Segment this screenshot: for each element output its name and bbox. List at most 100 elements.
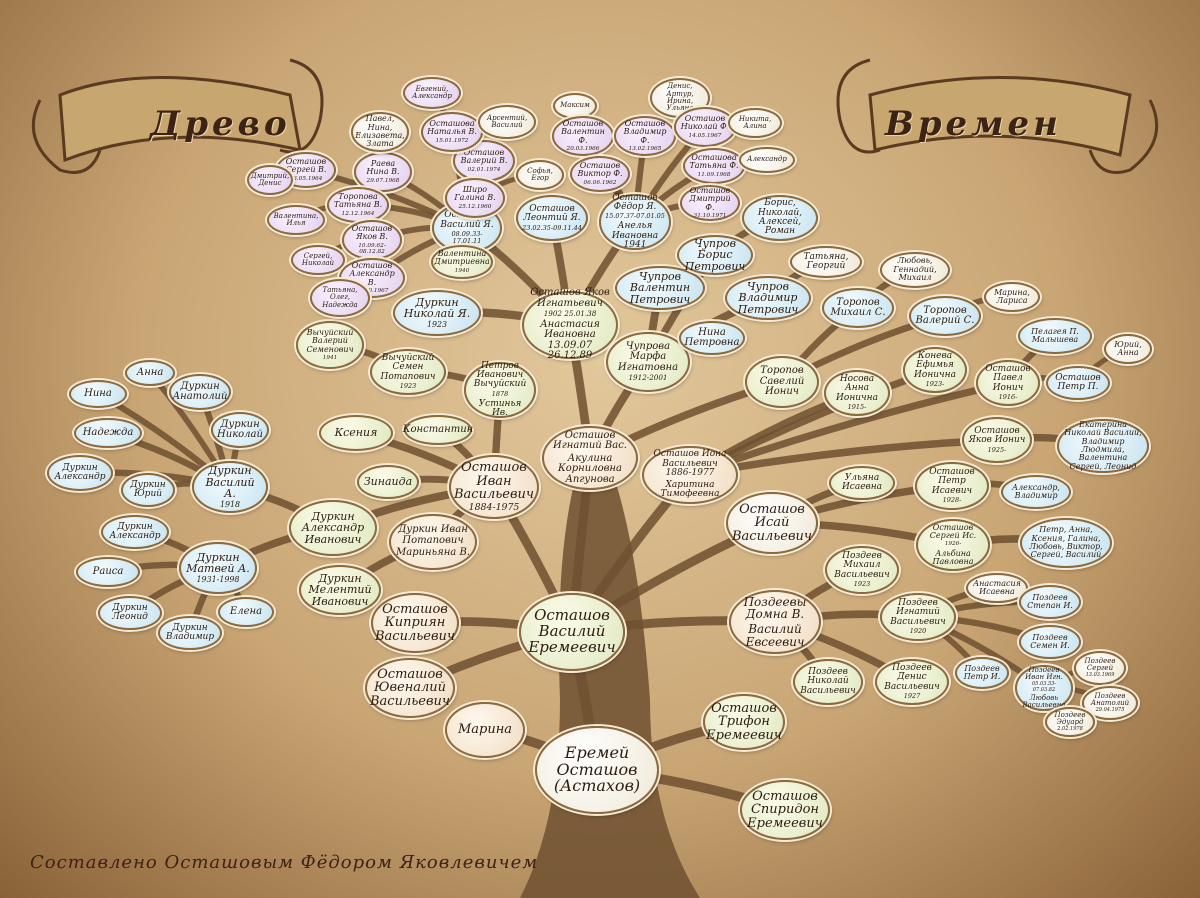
person-node-sergey-is[interactable]: Осташов Сергей Ис.1926-Альбина Павловна <box>916 519 990 571</box>
person-node-nikolai-f[interactable]: Осташов Николай Ф.14.05.1967 <box>674 107 736 147</box>
person-node-melentiy[interactable]: Дуркин Мелентий Иванович <box>299 565 381 615</box>
person-node-pozdeev-n[interactable]: Поздеев Николай Васильевич <box>793 659 863 705</box>
person-node-yakov-v[interactable]: Осташов Яков В.10.09.62-08.12.82 <box>342 220 402 260</box>
person-node-spiridon[interactable]: Осташов Спиридон Еремеевич <box>740 780 830 840</box>
person-node-natalia[interactable]: Осташова Наталья В.15.01.1972 <box>421 112 483 152</box>
person-node-dmitry[interactable]: Дмитрий, Денис <box>247 165 293 195</box>
person-node-elena[interactable]: Елена <box>218 597 274 627</box>
person-node-toporov-v[interactable]: Торопов Валерий С. <box>909 296 981 336</box>
person-node-anna[interactable]: Анна <box>125 360 175 386</box>
person-node-vasily-a[interactable]: Дуркин Василий А.1918 <box>192 461 268 513</box>
person-node-maksim[interactable]: Максим <box>553 93 597 119</box>
person-node-leonty[interactable]: Осташов Леонтий Я.23.02.35-09.11.44 <box>516 195 588 241</box>
person-node-pozdeev-s[interactable]: Поздеев Степан И. <box>1019 585 1081 619</box>
person-node-arseny[interactable]: Арсентий, Василий <box>478 105 536 139</box>
person-node-lyubov[interactable]: Любовь, Геннадий, Михаил <box>880 252 950 288</box>
person-node-vasily-er[interactable]: Осташов Василий Еремеевич <box>519 593 625 671</box>
person-node-pozdeev-p[interactable]: Поздеев Петр И. <box>955 657 1009 689</box>
person-node-toporov-m[interactable]: Торопов Михаил С. <box>822 288 894 328</box>
person-node-domna[interactable]: Поздеевы Домна В.Василий Евсеевич <box>729 590 821 654</box>
person-node-anatoly[interactable]: Дуркин Анатолий <box>169 374 231 410</box>
person-node-raisa[interactable]: Раиса <box>76 557 140 587</box>
person-node-pelageya[interactable]: Пелагея П. Малышева <box>1018 318 1092 354</box>
person-node-aleksandr-d[interactable]: Дуркин Александр <box>47 455 113 491</box>
person-node-pavel-ns[interactable]: Павел, Нина, Елизавета, Злата <box>351 112 409 152</box>
person-node-aleksandr-m[interactable]: Дуркин Александр <box>101 515 169 549</box>
person-node-boris[interactable]: Чупров Борис Петрович <box>677 235 753 275</box>
person-node-evgeny[interactable]: Евгений, Александр <box>403 77 461 109</box>
person-node-marina-l[interactable]: Марина, Лариса <box>984 282 1040 312</box>
person-node-nikita[interactable]: Никита, Алина <box>728 108 782 138</box>
person-node-konstantin[interactable]: Константин <box>403 415 473 445</box>
person-node-anastasia[interactable]: Анастасия Исаевна <box>966 573 1028 603</box>
person-node-nina-p[interactable]: Нина Петровна <box>679 321 745 355</box>
person-node-durkin-n[interactable]: Дуркин Николай Я.1923 <box>393 290 481 336</box>
person-node-kseniya[interactable]: Ксения <box>319 415 393 451</box>
person-name: Осташов Петр Исаевич <box>929 466 975 496</box>
person-node-tatiana-f[interactable]: Осташова Татьяна Ф.11.09.1968 <box>683 148 745 184</box>
person-node-tatiana-o[interactable]: Татьяна, Олег, Надежда <box>310 279 370 317</box>
person-node-marina[interactable]: Марина <box>445 702 525 758</box>
person-node-valentin[interactable]: Чупров Валентин Петрович <box>615 266 705 310</box>
person-node-pozdeev-se[interactable]: Поздеев Семен И. <box>1019 625 1081 659</box>
person-node-toporkova[interactable]: Торопова Татьяна В.12.12.1964 <box>327 187 389 223</box>
person-node-matvey[interactable]: Дуркин Матвей А.1931-1998 <box>179 542 257 594</box>
person-node-tatiana-g[interactable]: Татьяна, Георгий <box>790 246 862 278</box>
person-node-valentina-il[interactable]: Валентина, Илья <box>267 205 325 235</box>
person-node-zinaida[interactable]: Зинаида <box>357 465 419 499</box>
person-node-toporov-s[interactable]: Торопов Савелий Ионич <box>745 356 819 408</box>
person-node-raeva[interactable]: Раева Нина В.29.07.1968 <box>354 152 412 192</box>
person-node-leonid[interactable]: Дуркин Леонид <box>98 596 162 630</box>
person-node-nadezhda[interactable]: Надежда <box>74 418 142 448</box>
person-node-nikolai-d[interactable]: Дуркин Николай <box>211 412 269 448</box>
person-node-yury-d[interactable]: Дуркин Юрий <box>121 473 175 507</box>
person-node-peter-p[interactable]: Осташов Петр П. <box>1046 366 1110 400</box>
person-node-vladimir-d[interactable]: Дуркин Владимир <box>158 616 222 650</box>
person-node-viktor-f[interactable]: Осташов Виктор Ф.06.06.1962 <box>570 156 630 192</box>
person-node-alexandra[interactable]: Александр, Владимир <box>1001 475 1071 509</box>
person-node-nina-l[interactable]: Нина <box>69 380 127 408</box>
person-node-isai[interactable]: Осташов Исай Васильевич <box>726 492 818 554</box>
person-node-root[interactable]: Еремей Осташов (Астахов) <box>535 726 659 814</box>
person-node-kiprian[interactable]: Осташов Киприян Васильевич <box>371 593 459 653</box>
person-node-sergey-n[interactable]: Сергей, Николай <box>291 245 345 275</box>
person-node-vladimir-p[interactable]: Чупров Владимир Петрович <box>725 276 811 320</box>
person-node-sofia[interactable]: Софья, Егор <box>516 160 564 190</box>
person-node-peter-anna[interactable]: Петр, Анна, Ксения, Галина, Любовь, Викт… <box>1020 518 1112 568</box>
person-node-dmitry-f[interactable]: Осташов Дмитрий Ф.31.10.1971 <box>680 185 740 221</box>
person-node-boris2[interactable]: Борис, Николай, Алексей, Роман <box>742 195 818 241</box>
person-node-trifon[interactable]: Осташов Трифон Еремеевич <box>703 694 785 750</box>
person-node-ulyana[interactable]: Ульяна Исаевна <box>829 466 895 500</box>
person-node-vladimir-f[interactable]: Осташов Владимир Ф.13.02.1965 <box>614 116 676 156</box>
person-node-aleksandr-f[interactable]: Александр <box>739 147 795 173</box>
person-node-yuvenaly[interactable]: Осташов Ювеналий Васильевич <box>365 658 455 718</box>
person-node-ekaterina[interactable]: Екатерина Николай Василий, Владимир Людм… <box>1057 419 1149 473</box>
person-node-alexander-i[interactable]: Дуркин Александр Иванович <box>289 500 377 556</box>
person-node-valentin-f[interactable]: Осташов Валентин Ф.20.03.1966 <box>552 116 614 156</box>
person-node-yury-d2[interactable]: Юрий, Анна <box>1104 334 1152 364</box>
person-node-shirt[interactable]: Широ Галина В.25.12.1960 <box>445 178 505 218</box>
person-node-ignaty[interactable]: Осташов Игнатий Вас.Акулина Корниловна А… <box>542 426 638 490</box>
